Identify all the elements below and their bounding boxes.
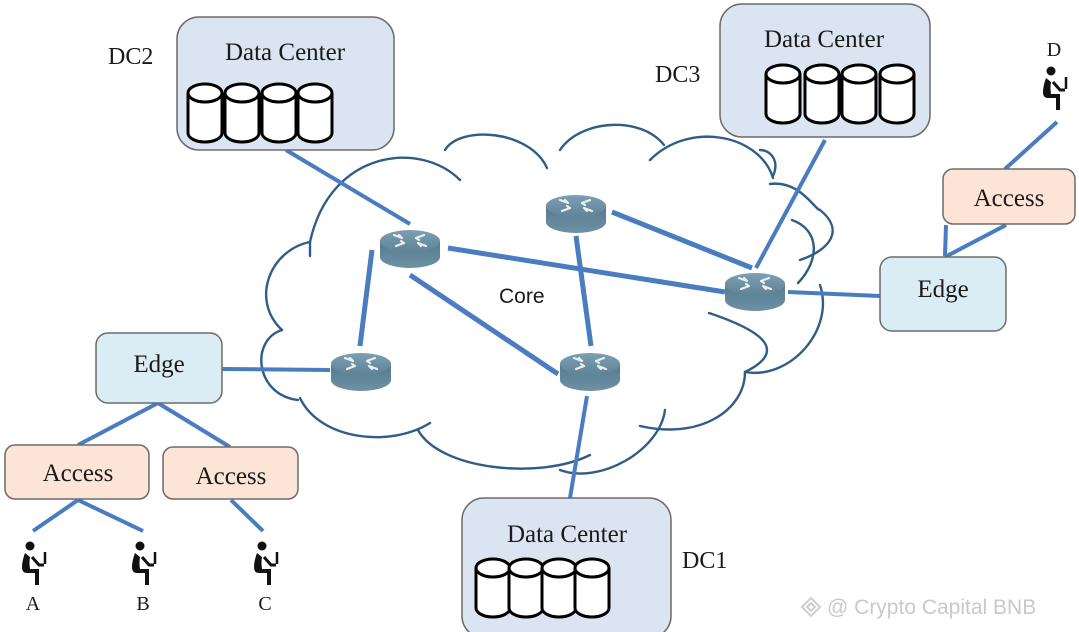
edge-node-left[interactable]: Edge <box>95 332 223 404</box>
storage-icon <box>474 557 611 619</box>
user-a[interactable]: A <box>20 540 47 616</box>
link-edge-access2 <box>156 401 232 449</box>
user-a-label: A <box>26 593 41 615</box>
edge-left-box <box>95 332 223 404</box>
user-b[interactable]: B <box>130 540 157 616</box>
link-r1-r4 <box>408 272 560 377</box>
dc3-title: Data Center <box>764 26 885 53</box>
link-access1-b <box>77 498 144 533</box>
storage-icon <box>186 82 334 144</box>
link-access2-c <box>229 498 265 533</box>
links <box>31 120 1059 533</box>
user-icon <box>130 540 157 587</box>
router-icon <box>723 271 787 313</box>
user-icon <box>20 540 47 587</box>
access-node-left-2[interactable]: Access <box>162 446 299 500</box>
user-icon <box>252 540 279 587</box>
link-r3-r5 <box>611 209 753 271</box>
router-r4[interactable] <box>558 351 622 393</box>
router-icon <box>329 351 393 393</box>
access-node-left-1[interactable]: Access <box>4 444 150 500</box>
link-r5-edge-right <box>787 290 881 298</box>
edge-node-right[interactable]: Edge <box>879 256 1007 332</box>
access-left-1-label: Access <box>43 460 114 487</box>
user-d-label: D <box>1047 39 1061 61</box>
dc2-title: Data Center <box>225 39 346 66</box>
link-access1-a <box>31 498 80 533</box>
binance-diamond-icon <box>800 596 822 618</box>
data-center-dc1[interactable]: Data Center DC1 <box>461 497 727 632</box>
link-r3-r4 <box>573 235 594 347</box>
data-center-dc2[interactable]: DC2 Data Center <box>108 16 395 151</box>
link-r5-dc3 <box>754 139 827 269</box>
link-r2-edge-left <box>221 367 331 372</box>
router-icon <box>544 193 608 235</box>
dc1-tag: DC1 <box>682 548 727 574</box>
link-dc2-r1 <box>284 148 412 226</box>
link-edge-access1 <box>77 401 159 447</box>
user-d[interactable]: D <box>1041 39 1068 112</box>
dc2-tag: DC2 <box>108 44 153 70</box>
router-r3[interactable] <box>544 193 608 235</box>
core-cloud <box>260 123 834 475</box>
dc3-tag: DC3 <box>655 62 700 88</box>
watermark: @ Crypto Capital BNB <box>800 596 1036 619</box>
user-icon <box>1041 65 1068 112</box>
user-c[interactable]: C <box>252 540 279 616</box>
router-r5[interactable] <box>723 271 787 313</box>
link-r1-r2 <box>357 249 375 347</box>
access-node-right[interactable]: Access <box>942 168 1076 225</box>
access-left-2-box <box>162 446 299 500</box>
link-access-edge-right <box>943 224 948 257</box>
router-r2[interactable] <box>329 351 393 393</box>
user-c-label: C <box>258 593 271 615</box>
access-left-2-label: Access <box>196 463 267 490</box>
watermark-text: @ Crypto Capital BNB <box>827 596 1036 619</box>
access-right-label: Access <box>974 185 1045 212</box>
access-left-1-box <box>4 444 150 500</box>
link-access-edge-right-2 <box>944 223 1007 259</box>
router-icon <box>378 228 442 270</box>
access-right-box <box>942 168 1076 225</box>
storage-icon <box>764 63 916 125</box>
data-center-dc3[interactable]: DC3 Data Center <box>655 3 931 138</box>
router-r1[interactable] <box>378 228 442 270</box>
link-r1-r5 <box>447 245 726 295</box>
edge-right-box <box>879 256 1007 332</box>
router-icon <box>558 351 622 393</box>
dc1-title: Data Center <box>507 521 628 548</box>
edge-left-label: Edge <box>133 351 184 378</box>
edge-right-label: Edge <box>917 276 968 303</box>
core-label: Core <box>499 285 545 308</box>
user-b-label: B <box>136 593 149 615</box>
link-d-access <box>1003 120 1059 171</box>
link-r4-dc1 <box>568 395 589 499</box>
